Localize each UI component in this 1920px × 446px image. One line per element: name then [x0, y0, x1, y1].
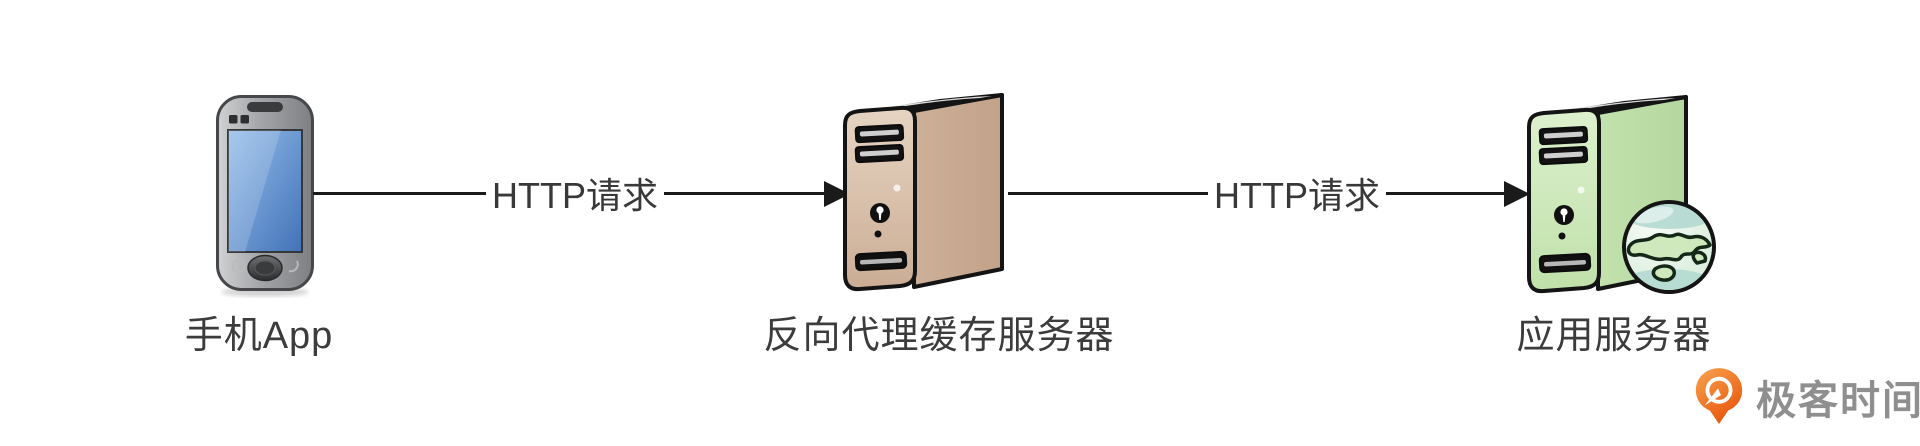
globe-icon	[1622, 200, 1716, 294]
arrowhead-icon	[1504, 181, 1530, 207]
server-tower-globe-icon	[1527, 95, 1716, 294]
edge-label-http-request-2: HTTP请求	[1208, 167, 1386, 219]
server-tower-icon	[843, 93, 1004, 292]
node-label-phone: 手机App	[184, 315, 334, 357]
geektime-logo-text: 极客时间	[1756, 379, 1920, 423]
geektime-pin-icon	[1695, 368, 1743, 424]
smartphone-icon	[216, 95, 314, 297]
edge-label-http-request-1: HTTP请求	[486, 167, 664, 219]
node-label-reverse-proxy: 反向代理缓存服务器	[763, 315, 1115, 357]
node-label-app-server: 应用服务器	[1516, 315, 1712, 357]
geektime-logo: 极客时间	[1692, 366, 1920, 428]
